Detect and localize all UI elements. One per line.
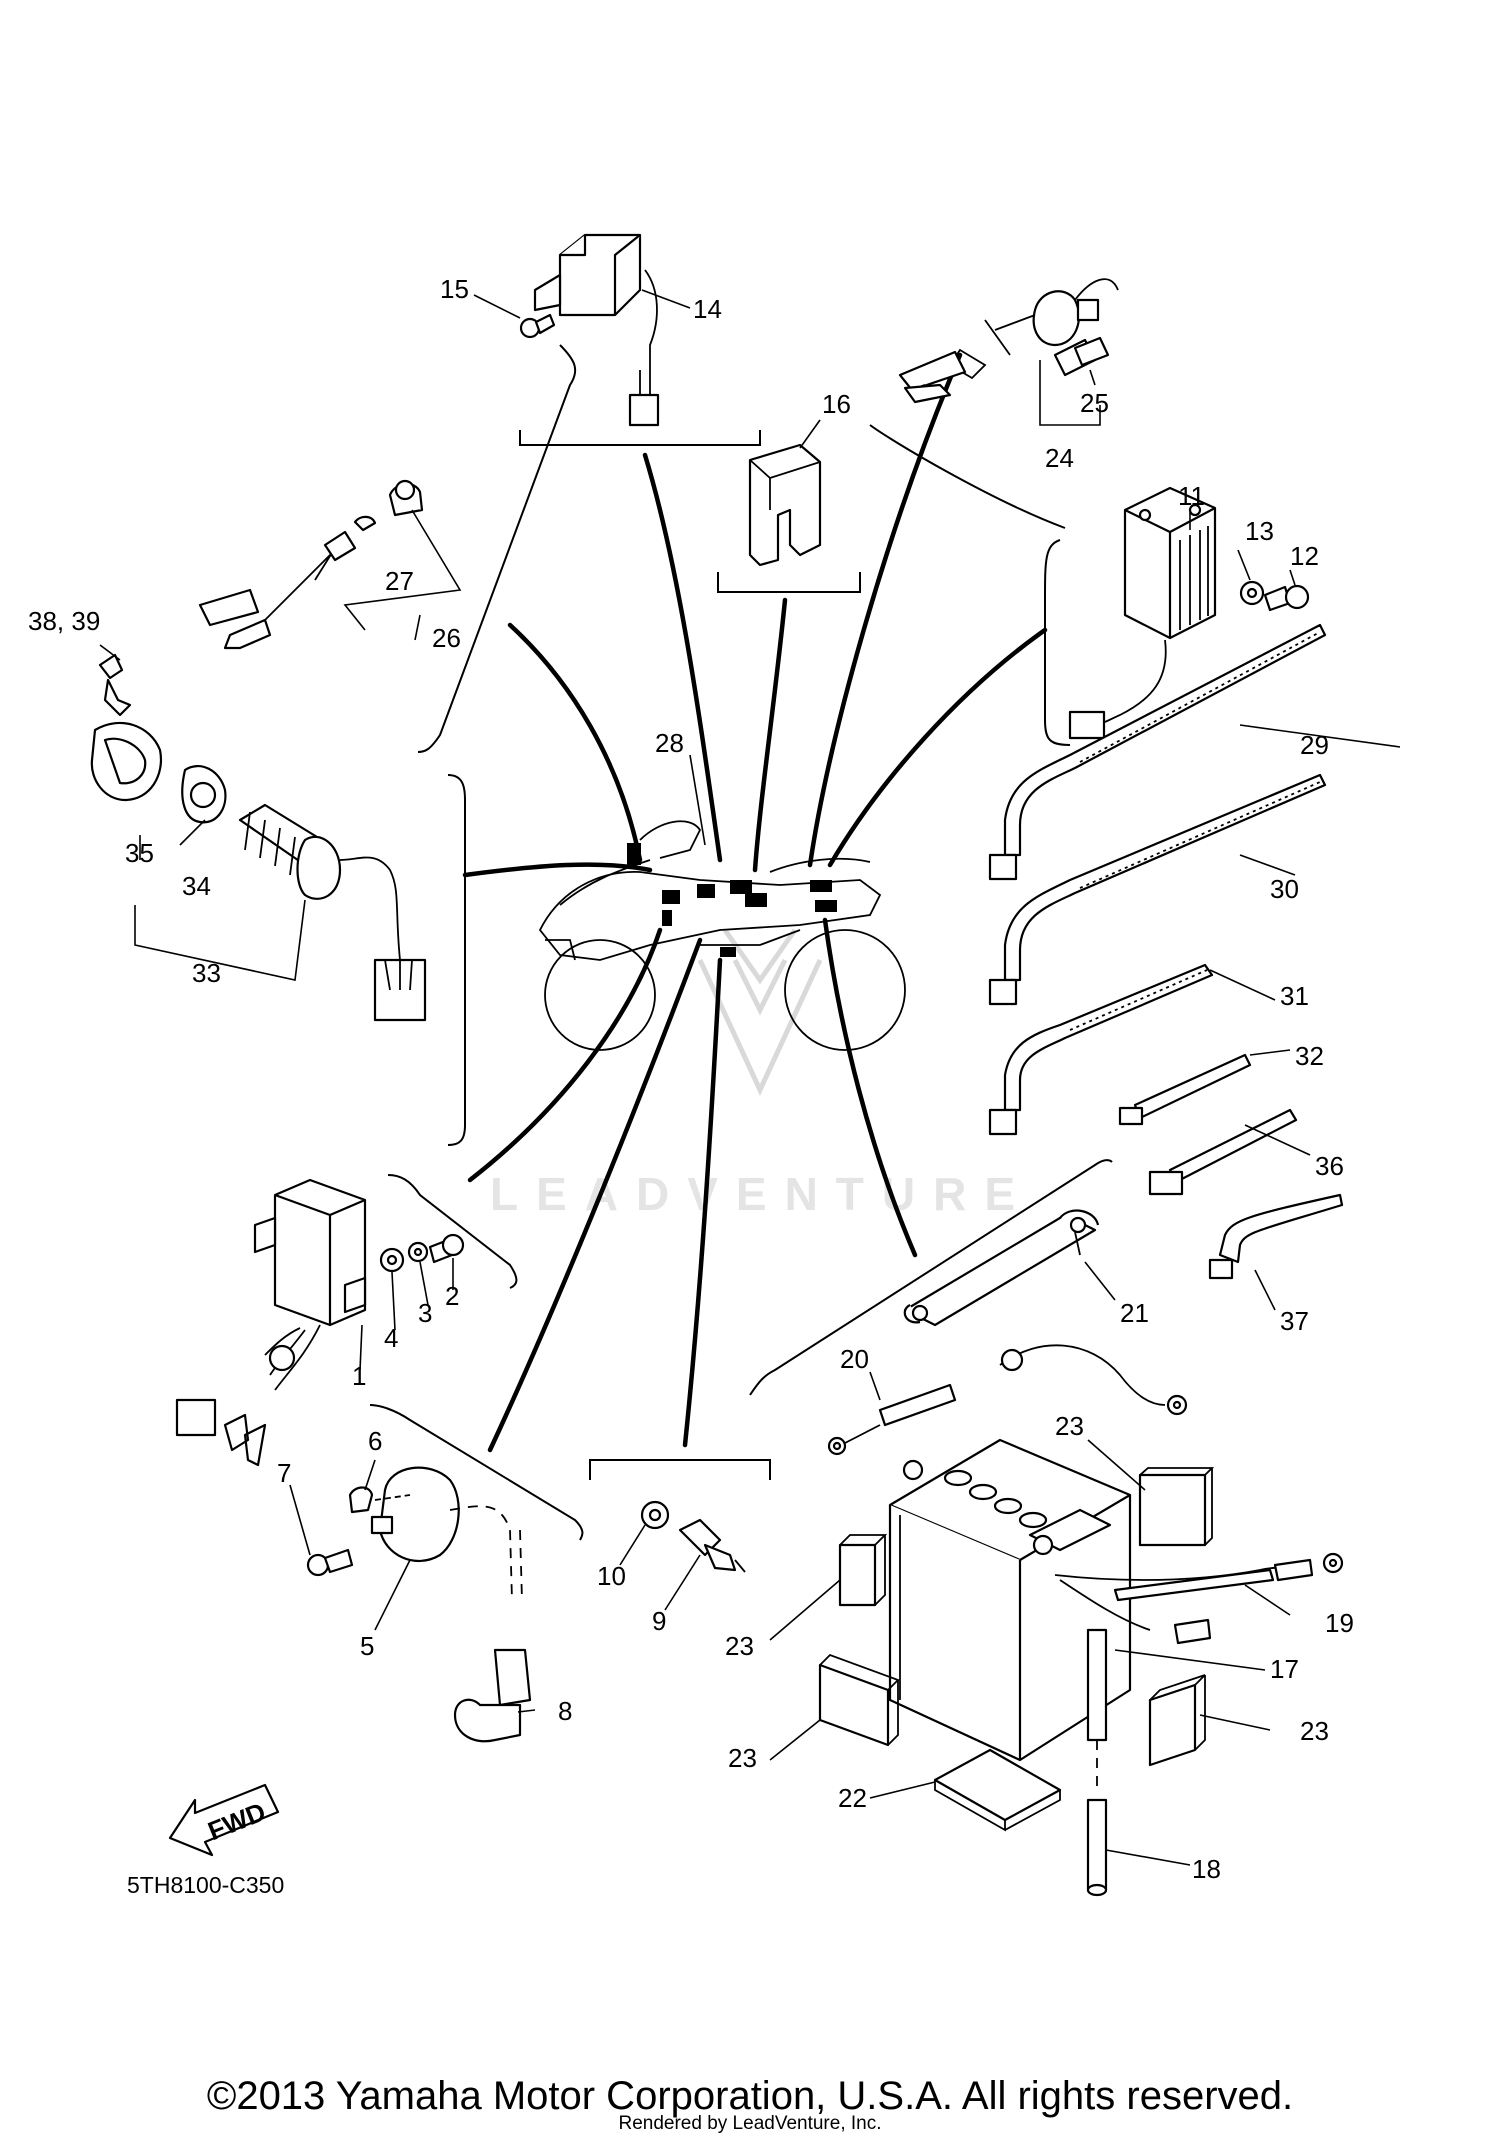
sensor-lead-part-26[interactable] bbox=[198, 479, 424, 650]
starter-relay-part-14[interactable] bbox=[533, 233, 660, 427]
battery-band-part-21[interactable] bbox=[903, 1209, 1100, 1327]
rendered-by-notice: Rendered by LeadVenture, Inc. bbox=[618, 2113, 882, 2134]
callout-17: 17 bbox=[1270, 1654, 1299, 1684]
callout-4: 4 bbox=[384, 1323, 398, 1353]
callout-28: 28 bbox=[655, 728, 684, 758]
cover-part-16[interactable] bbox=[748, 443, 822, 567]
group-brackets bbox=[369, 344, 1113, 1541]
callout-1: 1 bbox=[352, 1361, 366, 1391]
bolt-part-12[interactable] bbox=[1263, 584, 1310, 612]
bolt-part-2[interactable] bbox=[428, 1233, 465, 1264]
callout-36: 36 bbox=[1315, 1151, 1344, 1181]
callout-33: 33 bbox=[192, 958, 221, 988]
callout-7: 7 bbox=[277, 1458, 291, 1488]
callout-2: 2 bbox=[445, 1281, 459, 1311]
breather-hose-part-18[interactable] bbox=[1086, 1628, 1108, 1897]
battery-part-17[interactable] bbox=[888, 1438, 1132, 1762]
callout-20: 20 bbox=[840, 1344, 869, 1374]
washer-part-3[interactable] bbox=[407, 1241, 429, 1263]
callout-21: 21 bbox=[1120, 1298, 1149, 1328]
battery-pad-part-23d[interactable] bbox=[1148, 1674, 1206, 1767]
battery-pad-part-23a[interactable] bbox=[1138, 1467, 1215, 1547]
callout-30: 30 bbox=[1270, 874, 1299, 904]
callout-23b: 23 bbox=[725, 1631, 754, 1661]
battery-tray-part-22[interactable] bbox=[933, 1748, 1062, 1832]
callout-31: 31 bbox=[1280, 981, 1309, 1011]
callout-12: 12 bbox=[1290, 541, 1319, 571]
ignition-coil-part-5[interactable] bbox=[370, 1466, 532, 1743]
callout-5: 5 bbox=[360, 1631, 374, 1661]
battery-lead-part-20[interactable] bbox=[827, 1344, 1188, 1456]
fuse-holder-part-24[interactable] bbox=[898, 278, 1119, 404]
leader-lines bbox=[99, 289, 1401, 1866]
neutral-switch-part-9[interactable] bbox=[678, 1518, 746, 1573]
callout-25: 25 bbox=[1080, 388, 1109, 418]
tie-hatching bbox=[1069, 631, 1321, 1031]
washer-part-13[interactable] bbox=[1239, 580, 1265, 606]
callout-8: 8 bbox=[558, 1696, 572, 1726]
main-switch-part-33[interactable] bbox=[90, 653, 427, 1022]
callout-32: 32 bbox=[1295, 1041, 1324, 1071]
callout-6: 6 bbox=[368, 1426, 382, 1456]
callout-23d: 23 bbox=[1300, 1716, 1329, 1746]
callout-11: 11 bbox=[1178, 481, 1205, 511]
callout-16: 16 bbox=[822, 389, 851, 419]
atv-vehicle-outline bbox=[538, 820, 906, 1051]
callout-38-39: 38, 39 bbox=[28, 606, 100, 636]
callout-19: 19 bbox=[1325, 1608, 1354, 1638]
reference-wires bbox=[462, 352, 1048, 1453]
watermark-text: LEADVENTURE bbox=[490, 1168, 1033, 1220]
callout-labels: 15 14 16 25 24 11 13 12 27 26 38, 39 28 … bbox=[28, 274, 1354, 1884]
bolt-part-6[interactable] bbox=[348, 1486, 411, 1514]
callout-24: 24 bbox=[1045, 443, 1074, 473]
callout-27: 27 bbox=[385, 566, 414, 596]
diagram-code: 5TH8100-C350 bbox=[127, 1872, 285, 1898]
callout-9: 9 bbox=[652, 1606, 666, 1636]
callout-3: 3 bbox=[418, 1298, 432, 1328]
callout-10: 10 bbox=[597, 1561, 626, 1591]
callout-26: 26 bbox=[432, 623, 461, 653]
bolt-part-7[interactable] bbox=[306, 1548, 354, 1577]
rectifier-regulator-part-11[interactable] bbox=[1068, 486, 1217, 740]
callout-34: 34 bbox=[182, 871, 211, 901]
battery-pad-part-23b[interactable] bbox=[838, 1534, 888, 1607]
fwd-arrow-icon: FWD bbox=[168, 1783, 280, 1857]
callout-23c: 23 bbox=[728, 1743, 757, 1773]
watermark: LEADVENTURE bbox=[490, 928, 1033, 1220]
bolt-part-15[interactable] bbox=[519, 313, 556, 339]
callout-14: 14 bbox=[693, 294, 722, 324]
callout-37: 37 bbox=[1280, 1306, 1309, 1336]
callout-22: 22 bbox=[838, 1783, 867, 1813]
callout-23a: 23 bbox=[1055, 1411, 1084, 1441]
cdi-unit-part-1[interactable] bbox=[175, 1178, 367, 1467]
collar-part-4[interactable] bbox=[379, 1247, 405, 1273]
cable-ties[interactable] bbox=[988, 623, 1344, 1280]
callout-29: 29 bbox=[1300, 730, 1329, 760]
copyright-notice: ©2013 Yamaha Motor Corporation, U.S.A. A… bbox=[206, 2074, 1294, 2118]
callout-13: 13 bbox=[1245, 516, 1274, 546]
battery-pad-part-23c[interactable] bbox=[818, 1653, 900, 1747]
callout-35: 35 bbox=[125, 838, 154, 868]
callout-15: 15 bbox=[440, 274, 469, 304]
battery-lead-part-19[interactable] bbox=[1054, 1552, 1344, 1645]
callout-18: 18 bbox=[1192, 1854, 1221, 1884]
washer-part-10[interactable] bbox=[640, 1500, 670, 1530]
